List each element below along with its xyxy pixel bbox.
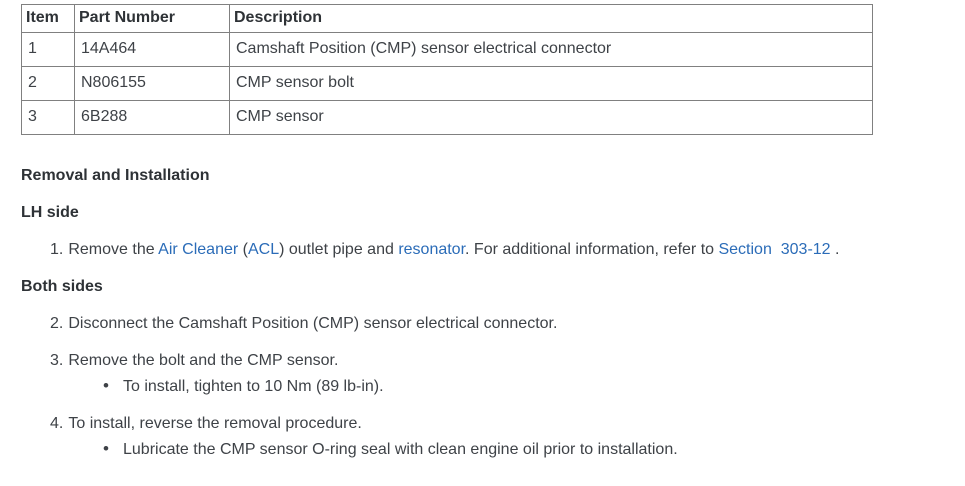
table-header-row: Item Part Number Description	[21, 4, 873, 33]
step-4-bullet: Lubricate the CMP sensor O-ring seal wit…	[103, 439, 965, 460]
step-text: To install, reverse the removal procedur…	[68, 415, 362, 432]
bullet-icon	[103, 376, 113, 397]
step-2: 2.Disconnect the Camshaft Position (CMP)…	[50, 314, 965, 334]
step-text: (	[238, 241, 248, 258]
description-cell: Camshaft Position (CMP) sensor electrica…	[229, 32, 873, 67]
part-number-cell: 6B288	[74, 100, 230, 135]
table-row: 3 6B288 CMP sensor	[21, 100, 873, 135]
step-3: 3.Remove the bolt and the CMP sensor.	[50, 351, 965, 371]
step-text: Remove the bolt and the CMP sensor.	[68, 352, 339, 369]
description-cell: CMP sensor bolt	[229, 66, 873, 101]
step-text: . For additional information, refer to	[465, 241, 719, 258]
bullet-text: Lubricate the CMP sensor O-ring seal wit…	[123, 441, 678, 458]
step-number: 1.	[50, 241, 64, 258]
column-header-description: Description	[229, 4, 873, 33]
bullet-text: To install, tighten to 10 Nm (89 lb-in).	[123, 378, 384, 395]
part-number-cell: 14A464	[74, 32, 230, 67]
step-number: 3.	[50, 352, 64, 369]
part-number-cell: N806155	[74, 66, 230, 101]
description-cell: CMP sensor	[229, 100, 873, 135]
section-303-12-link[interactable]: Section 303-12	[718, 241, 831, 258]
resonator-link[interactable]: resonator	[398, 241, 466, 258]
step-text: Disconnect the Camshaft Position (CMP) s…	[68, 315, 558, 332]
heading-removal-and-installation: Removal and Installation	[21, 167, 210, 184]
bullet-icon	[103, 439, 113, 460]
step-text: .	[830, 241, 840, 258]
item-cell: 2	[21, 66, 75, 101]
step-number: 2.	[50, 315, 64, 332]
table-row: 1 14A464 Camshaft Position (CMP) sensor …	[21, 32, 873, 67]
heading-both-sides: Both sides	[21, 278, 103, 295]
column-header-part-number: Part Number	[74, 4, 230, 33]
item-cell: 3	[21, 100, 75, 135]
column-header-item: Item	[21, 4, 75, 33]
parts-table: Item Part Number Description 1 14A464 Ca…	[21, 4, 873, 135]
step-text: Remove the	[68, 241, 159, 258]
air-cleaner-link[interactable]: Air Cleaner	[158, 241, 239, 258]
document-page: Item Part Number Description 1 14A464 Ca…	[0, 0, 965, 460]
step-number: 4.	[50, 415, 64, 432]
step-3-bullet: To install, tighten to 10 Nm (89 lb-in).	[103, 376, 965, 397]
heading-lh-side: LH side	[21, 204, 79, 221]
item-cell: 1	[21, 32, 75, 67]
step-1: 1.Remove the Air Cleaner (ACL) outlet pi…	[50, 240, 965, 260]
step-4: 4.To install, reverse the removal proced…	[50, 414, 965, 434]
acl-link[interactable]: ACL	[247, 241, 280, 258]
step-text: ) outlet pipe and	[279, 241, 399, 258]
table-row: 2 N806155 CMP sensor bolt	[21, 66, 873, 101]
